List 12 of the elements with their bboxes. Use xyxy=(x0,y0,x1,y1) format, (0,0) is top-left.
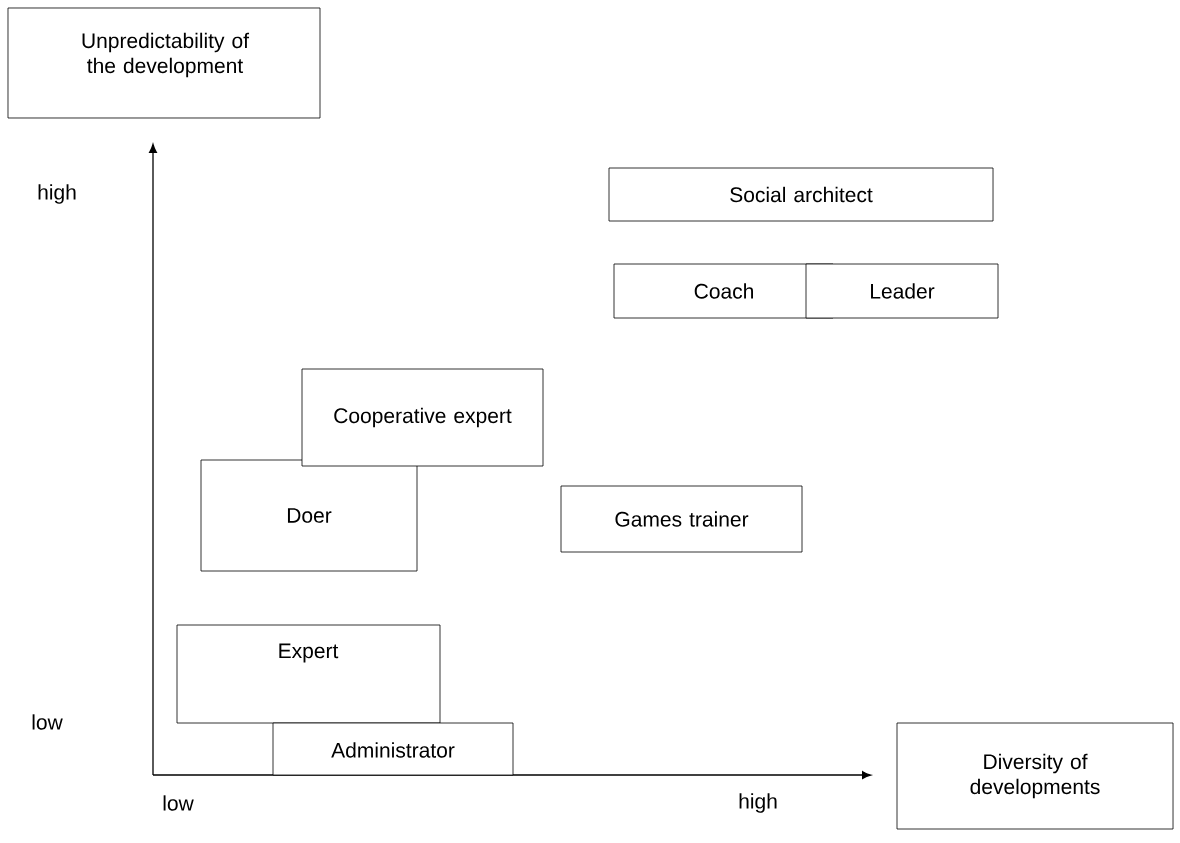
axis-level-label: high xyxy=(739,793,777,813)
role-box: Games trainer xyxy=(560,485,803,553)
role-box: Leader xyxy=(805,263,999,319)
role-box: Social architect xyxy=(608,167,994,222)
role-box: Doer xyxy=(200,459,418,572)
role-box: Diversity of developments xyxy=(896,722,1174,830)
role-box: Cooperative expert xyxy=(301,368,544,467)
role-box: Unpredictability of the development xyxy=(7,7,321,119)
role-box: Administrator xyxy=(272,722,514,776)
axis-level-label: high xyxy=(38,184,76,204)
axis-level-label: low xyxy=(32,714,63,730)
axis-level-label: low xyxy=(163,795,194,811)
